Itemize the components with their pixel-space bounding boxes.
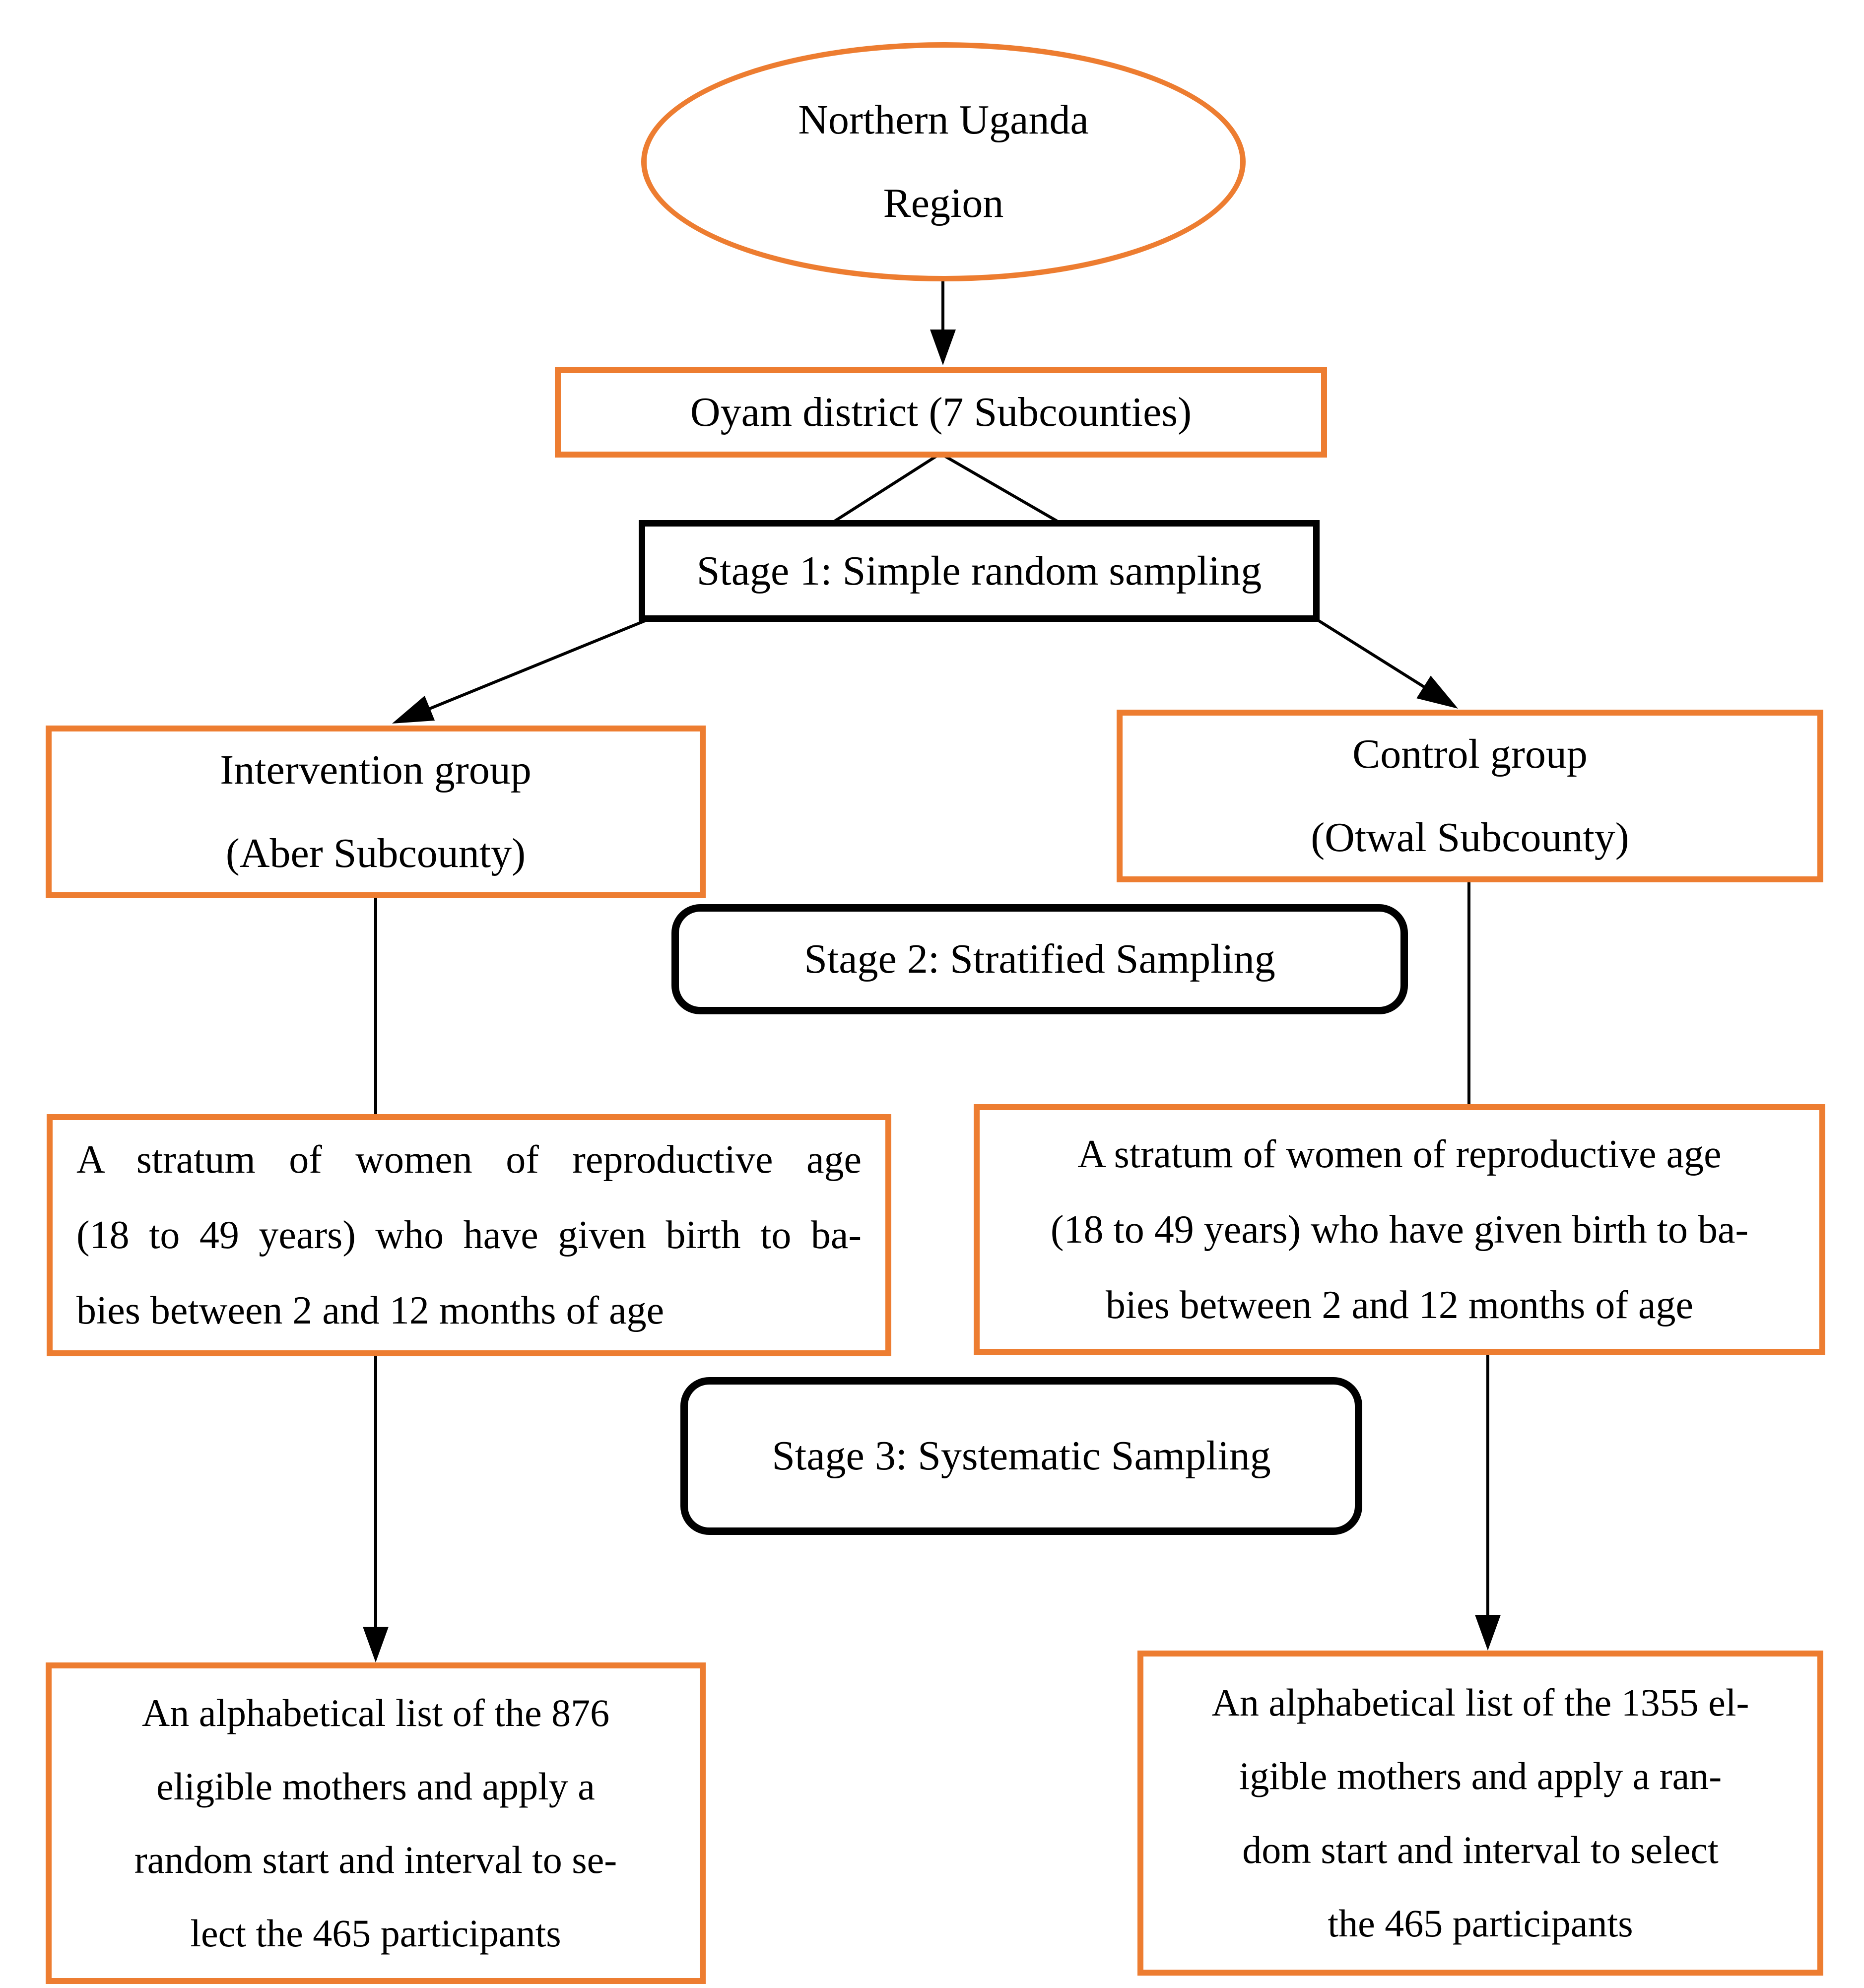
stage3-label: Stage 3: Systematic Sampling [772,1433,1271,1479]
list-left-line4: lect the 465 participants [190,1912,561,1955]
district-box: Oyam district (7 Subcounties) [555,367,1327,458]
region-ellipse-line2: Region [883,180,1004,226]
stratum-left-line3: bies between 2 and 12 months of age [76,1289,665,1332]
control-line2: (Otwal Subcounty) [1311,814,1629,861]
list-left-line3: random start and interval to se- [134,1838,617,1881]
list-left-line2: eligible mothers and apply a [156,1764,595,1808]
region-ellipse: Northern Uganda Region [641,42,1246,281]
stage1-label: Stage 1: Simple random sampling [696,547,1262,594]
arrow-stage1-to-control-line [1317,619,1431,692]
list-right-line4: the 465 participants [1328,1901,1633,1945]
arrow-stage1-to-control-head [1416,675,1458,709]
stage2-label: Stage 2: Stratified Sampling [804,936,1275,982]
stratum-right-box: A stratum of women of reproductive age (… [974,1104,1825,1355]
arrow-region-to-district-head [930,330,956,365]
control-box: Control group (Otwal Subcounty) [1117,710,1823,882]
stage2-box: Stage 2: Stratified Sampling [671,904,1408,1014]
connector-district-to-stage1 [834,452,1058,523]
list-right-box: An alphabetical list of the 1355 el- igi… [1137,1651,1823,1976]
region-ellipse-line1: Northern Uganda [798,97,1089,143]
list-right-line3: dom start and interval to select [1242,1828,1719,1871]
district-label: Oyam district (7 Subcounties) [690,389,1192,435]
stratum-right-line2: (18 to 49 years) who have given birth to… [1050,1207,1749,1252]
intervention-line1: Intervention group [220,747,532,793]
stratum-right-line1: A stratum of women of reproductive age [1077,1132,1722,1176]
stage3-box: Stage 3: Systematic Sampling [680,1377,1362,1535]
list-left-box: An alphabetical list of the 876 eligible… [46,1662,706,1984]
list-right-line2: igible mothers and apply a ran- [1239,1754,1722,1798]
stage1-box: Stage 1: Simple random sampling [639,520,1320,622]
stratum-right-line3: bies between 2 and 12 months of age [1105,1283,1694,1327]
list-left-line1: An alphabetical list of the 876 [141,1691,610,1734]
arrow-stratum-left-to-list-head [363,1627,389,1662]
control-line1: Control group [1352,731,1588,777]
stratum-left-line2: (18 to 49 years) who have given birth to… [76,1213,862,1257]
intervention-box: Intervention group (Aber Subcounty) [46,726,706,898]
intervention-line2: (Aber Subcounty) [225,830,526,876]
arrow-stratum-right-to-list-head [1475,1615,1501,1651]
arrow-stage1-to-intervention-line [424,619,647,712]
list-right-line1: An alphabetical list of the 1355 el- [1211,1681,1749,1724]
stratum-left-box: A stratum of women of reproductive age (… [47,1114,891,1356]
arrow-stage1-to-intervention-head [392,696,435,724]
stratum-left-line1: A stratum of women of reproductive age [76,1138,862,1182]
